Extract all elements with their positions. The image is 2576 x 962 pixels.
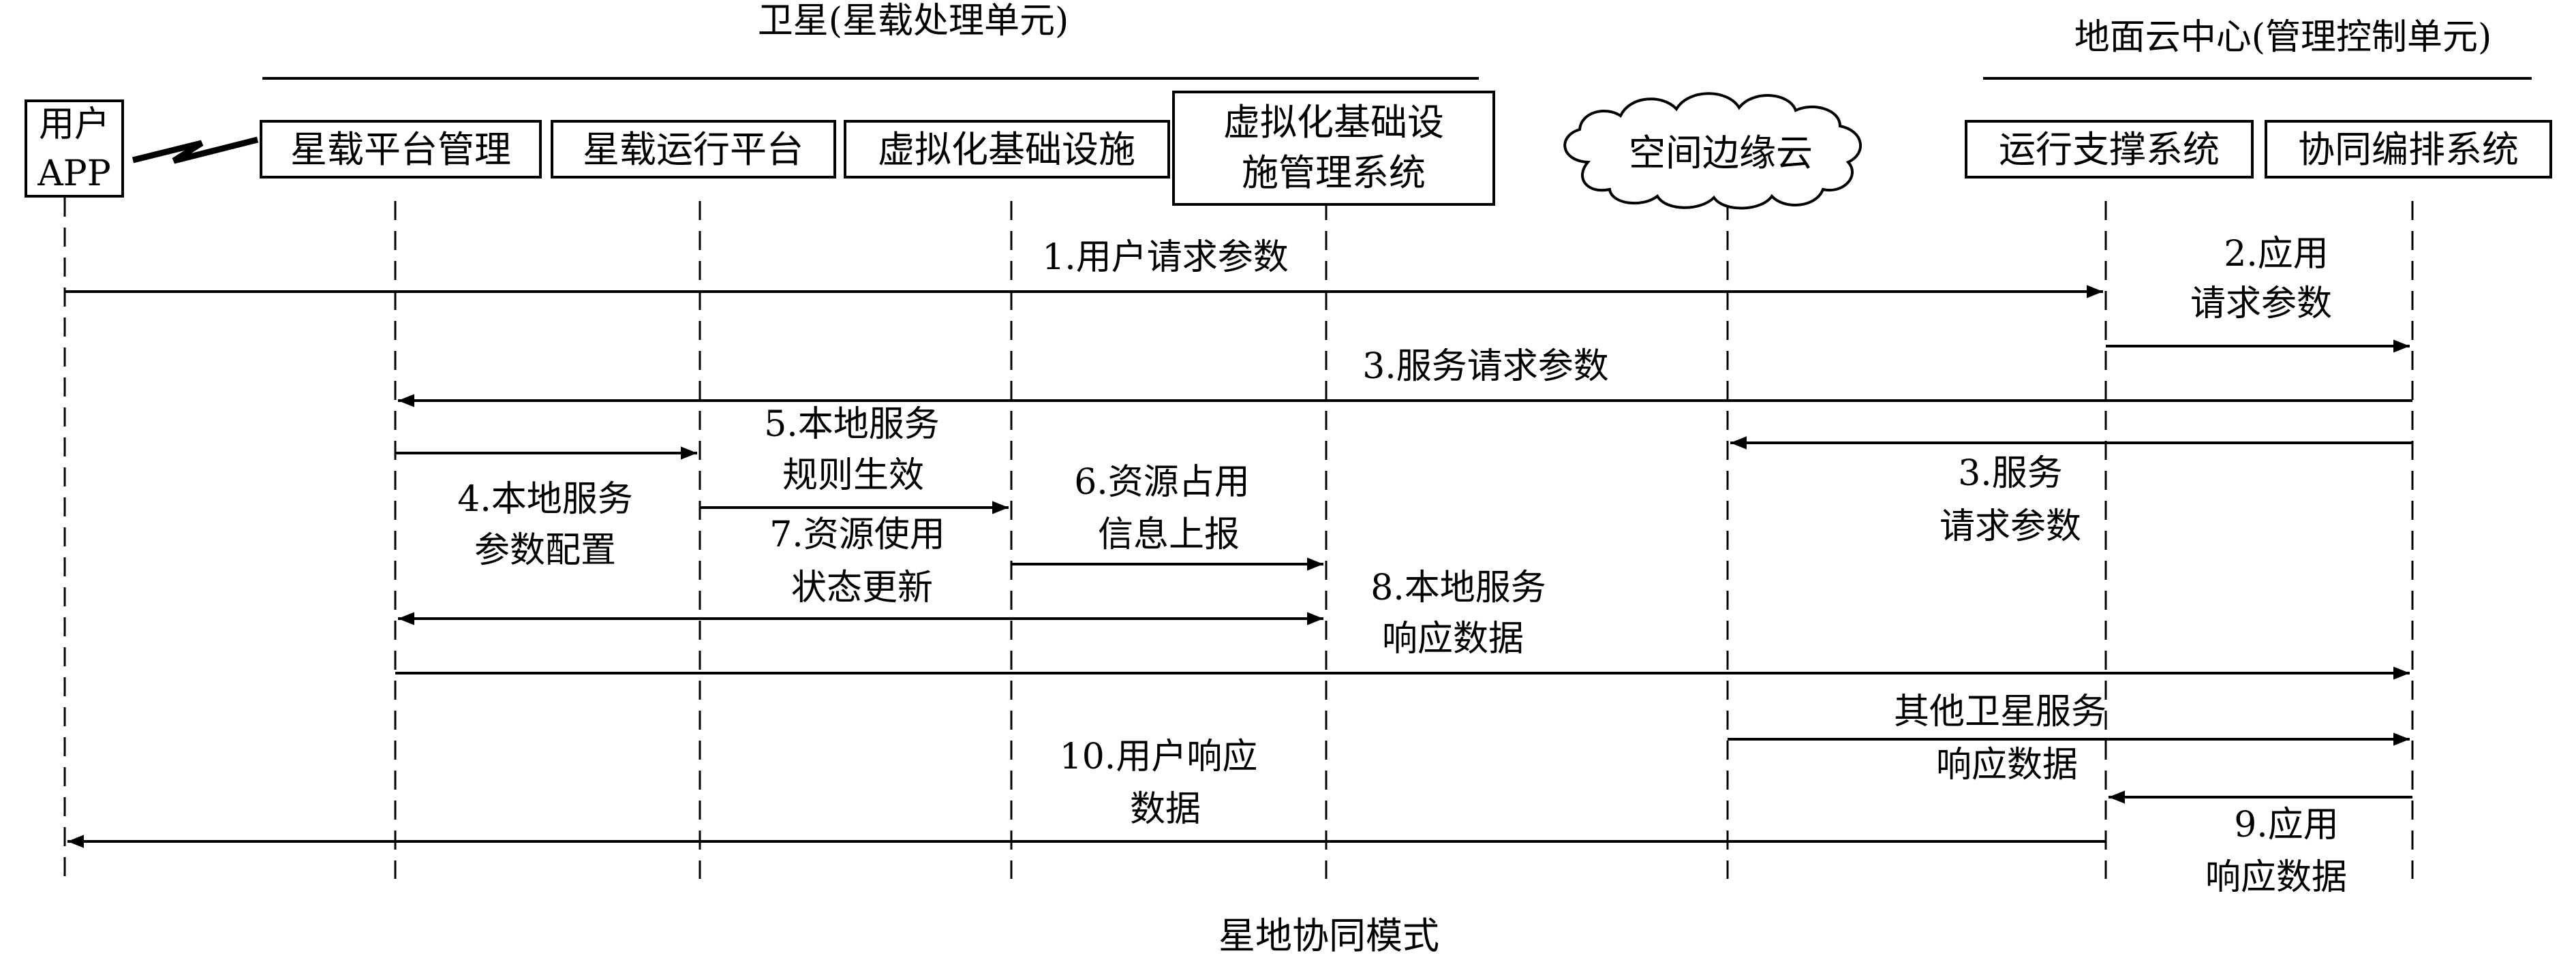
participant-ops-support-label: 运行支撑系统 [1999,128,2220,171]
msg-4-label-1: 4.本地服务 [457,479,633,520]
msg-6-label-2: 信息上报 [1098,514,1240,555]
message-labels: 1.用户请求参数 2.应用 请求参数 3.服务请求参数 3.服务 请求参数 4.… [457,234,2347,898]
cloud-icon [1563,92,1862,210]
participant-app-label-1: 用户 [39,104,110,145]
msg-10-label-1: 10.用户响应 [1060,736,1258,777]
diagram-caption: 星地协同模式 [1218,914,1439,957]
msg-6-label-1: 6.资源占用 [1074,462,1250,503]
participant-runtime-platform-label: 星载运行平台 [583,128,803,171]
participant-edge-cloud-label: 空间边缘云 [1629,131,1813,174]
msg-2-label-1: 2.应用 [2224,234,2329,275]
participant-edge-cloud: 空间边缘云 [1563,92,1862,210]
msg-5-label-2: 规则生效 [782,455,924,496]
msg-8-label-1: 8.本地服务 [1370,568,1546,608]
msg-5-label-1: 5.本地服务 [764,404,940,445]
participant-orchestration-label: 协同编排系统 [2298,128,2519,171]
msg-10-label-2: 数据 [1130,789,1201,830]
participant-virt-infra: 虚拟化基础设施 [844,120,1170,179]
participant-ops-support: 运行支撑系统 [1965,120,2254,179]
msg-other-label-2: 响应数据 [1936,745,2078,786]
participant-platform-mgmt-label: 星载平台管理 [290,128,511,171]
participant-platform-mgmt: 星载平台管理 [260,120,542,179]
msg-1-label: 1.用户请求参数 [1042,237,1289,278]
participant-virt-mgmt: 虚拟化基础设 施管理系统 [1172,91,1495,206]
msg-8-label-2: 响应数据 [1382,619,1524,660]
msg-3b-label-2: 请求参数 [1939,506,2081,547]
message-arrows [65,285,2412,848]
lifelines [63,198,2414,879]
participant-virt-infra-label: 虚拟化基础设施 [878,128,1135,171]
participant-app: 用户 APP [25,99,124,198]
participant-virt-mgmt-label-2: 施管理系统 [1242,151,1426,194]
msg-7-label-2: 状态更新 [791,568,933,608]
msg-3b-label-1: 3.服务 [1958,453,2063,494]
satellite-group-title: 卫星(星载处理单元) [758,1,1069,42]
wireless-link-icon [132,136,259,164]
msg-9-label-1: 9.应用 [2234,805,2339,845]
participant-virt-mgmt-label-1: 虚拟化基础设 [1223,101,1444,144]
msg-other-label-1: 其他卫星服务 [1894,692,2106,732]
msg-4-label-2: 参数配置 [474,530,616,571]
msg-3-label: 3.服务请求参数 [1362,346,1609,387]
participant-app-label-2: APP [37,153,111,194]
ground-group-title: 地面云中心(管理控制单元) [2074,17,2492,58]
participant-orchestration: 协同编排系统 [2265,120,2552,179]
msg-9-label-2: 响应数据 [2205,857,2347,898]
msg-7-label-1: 7.资源使用 [769,514,945,555]
participant-runtime-platform: 星载运行平台 [551,120,836,179]
msg-2-label-2: 请求参数 [2190,283,2332,324]
